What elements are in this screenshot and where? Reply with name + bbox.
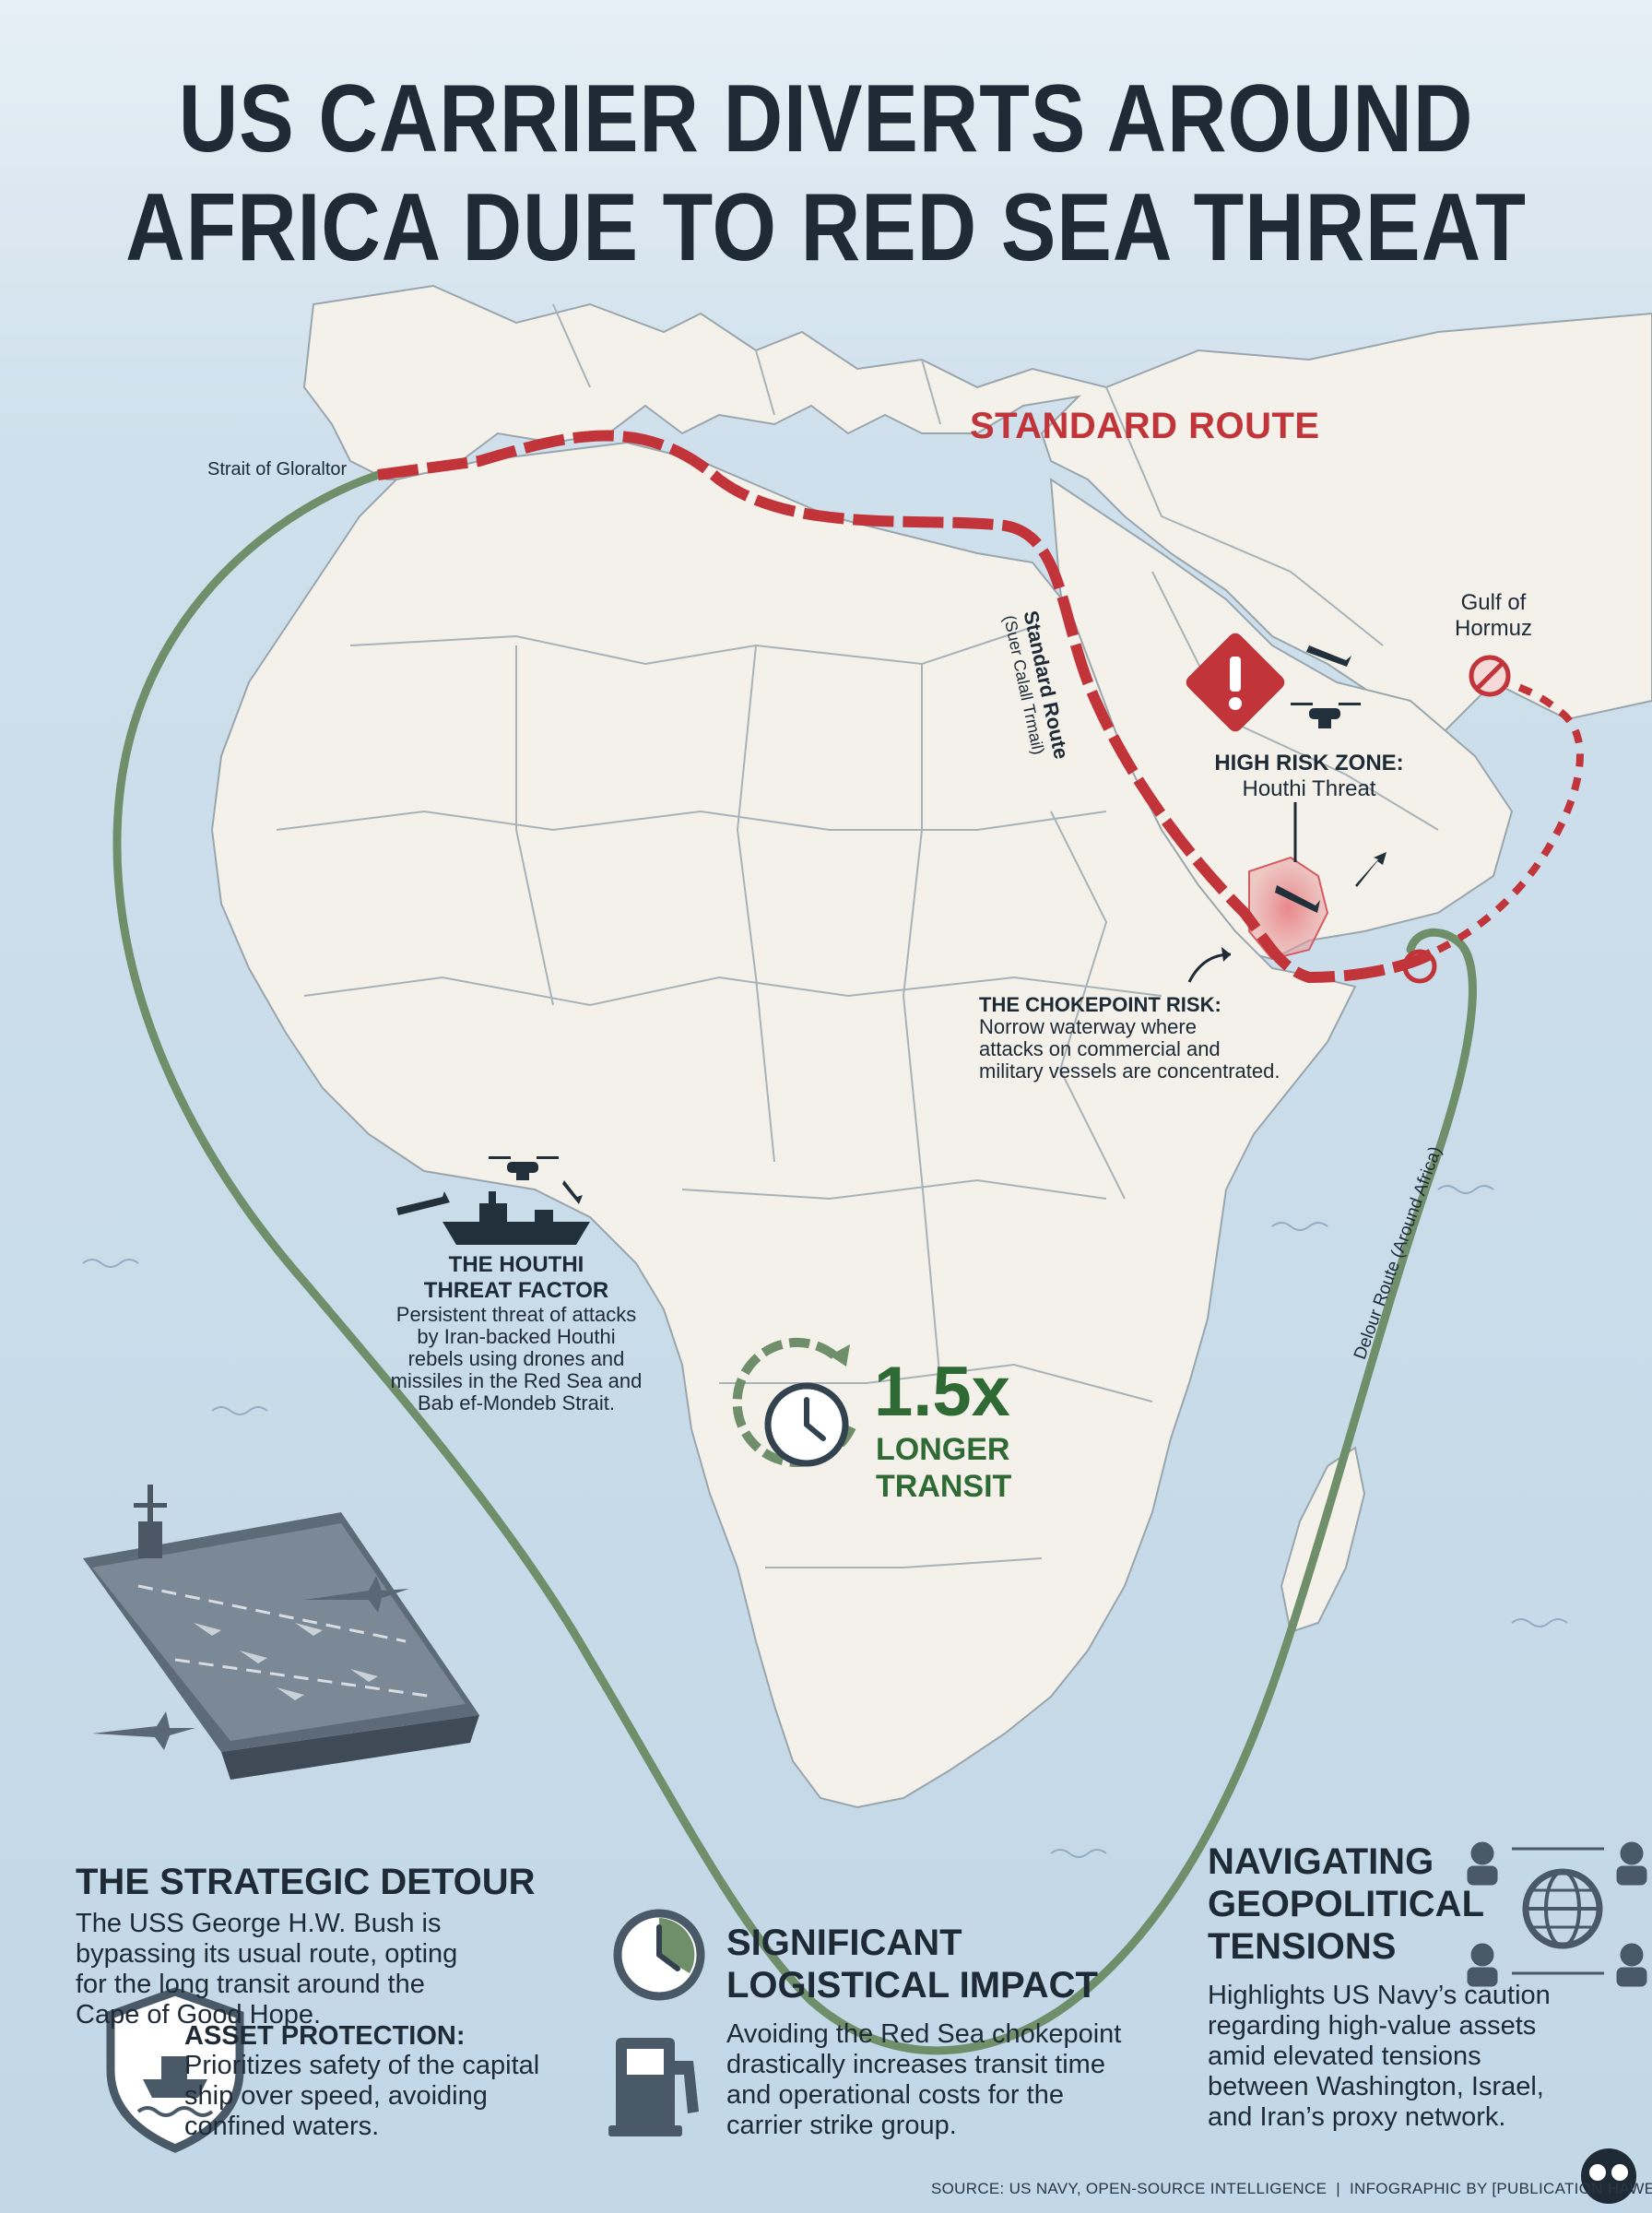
houthi-line: rebels using drones and — [407, 1347, 625, 1370]
geo-title-line: NAVIGATING — [1208, 1841, 1434, 1882]
chokepoint-callout: THE CHOKEPOINT RISK: Norrow waterway whe… — [979, 994, 1280, 1083]
title-line-2: AFRICA DUE TO RED SEA THREAT — [125, 174, 1527, 281]
sea-waves — [82, 1185, 1568, 1858]
strait-gibraltar-label: Strait of Gloraltor — [207, 459, 348, 479]
geo-line: and Iran’s proxy network. — [1208, 2102, 1506, 2132]
transit-multiplier: 1.5x — [874, 1353, 1010, 1431]
chokepoint-line: Norrow waterway where — [979, 1015, 1197, 1038]
geopolitical-tensions-section: NAVIGATING GEOPOLITICAL TENSIONS Highlig… — [1208, 1840, 1613, 2133]
clock-icon — [732, 1337, 857, 1467]
europe-land — [302, 284, 1652, 740]
shield-ship-icon — [106, 1987, 244, 2153]
drone-icon — [1291, 703, 1361, 728]
fuel-pump-icon — [608, 2038, 699, 2136]
standard-route-line — [377, 430, 1442, 983]
impact-line: Avoiding the Red Sea chokepoint — [726, 2019, 1122, 2049]
houthi-title: THREAT FACTOR — [423, 1278, 609, 1303]
geo-title-line: GEOPOLITICAL — [1208, 1884, 1484, 1924]
high-risk-zone-label: HIGH RISK ZONE: Houthi Threat — [1198, 751, 1420, 802]
chokepoint-line: military vessels are concentrated. — [979, 1059, 1280, 1083]
chokepoint-line: attacks on commercial and — [979, 1037, 1221, 1060]
houthi-line: missiles in the Red Sea and — [390, 1369, 643, 1392]
missile-icon — [1275, 645, 1386, 913]
transit-label-line-2: TRANSIT — [876, 1469, 1012, 1504]
asset-line: ship over speed, avoiding — [184, 2081, 488, 2111]
strategic-body: The USS George H.W. Bush is bypassing it… — [76, 1909, 573, 2030]
geo-line: amid elevated tensions — [1208, 2041, 1481, 2071]
strategic-line: for the long transit around the — [76, 1970, 425, 1999]
fighter-jet-icon — [92, 1576, 409, 1750]
impact-title-line: LOGISTICAL IMPACT — [726, 1965, 1098, 2006]
geo-title-line: TENSIONS — [1208, 1926, 1397, 1967]
gulf-label-line-1: Gulf of — [1460, 590, 1527, 615]
standard-route-banner: STANDARD ROUTE — [970, 406, 1320, 446]
impact-line: drastically increases transit time — [726, 2050, 1105, 2079]
geo-body: Highlights US Navy’s caution regarding h… — [1208, 1981, 1613, 2133]
strategic-detour-section: THE STRATEGIC DETOUR The USS George H.W.… — [76, 1861, 573, 2030]
logistical-impact-section: SIGNIFICANT LOGISTICAL IMPACT Avoiding t… — [726, 1922, 1150, 2141]
hormuz-route-line — [1436, 674, 1584, 953]
source-credit: SOURCE: US NAVY, OPEN-SOURCE INTELLIGENC… — [931, 2180, 1652, 2197]
gulf-hormuz-label: Gulf of Hormuz — [1438, 590, 1549, 642]
strategic-title: THE STRATEGIC DETOUR — [76, 1862, 536, 1902]
high-risk-title: HIGH RISK ZONE: — [1214, 751, 1404, 775]
gulf-label-line-2: Hormuz — [1454, 616, 1532, 641]
impact-title-line: SIGNIFICANT — [726, 1923, 962, 1963]
impact-body: Avoiding the Red Sea chokepoint drastica… — [726, 2019, 1150, 2141]
drone-icon — [489, 1156, 559, 1180]
asset-line: confined waters. — [184, 2112, 380, 2141]
detour-route-line — [112, 470, 1477, 2055]
chokepoint-title: THE CHOKEPOINT RISK: — [979, 993, 1221, 1016]
geopolitics-network-icon — [1467, 1841, 1647, 1987]
missile-icon — [396, 1180, 583, 1215]
impact-line: carrier strike group. — [726, 2111, 957, 2140]
geo-line: Highlights US Navy’s caution — [1208, 1981, 1551, 2010]
page-title: US CARRIER DIVERTS AROUND AFRICA DUE TO … — [115, 65, 1536, 282]
houthi-line: by Iran-backed Houthi — [417, 1325, 616, 1348]
hormuz-no-entry-icon — [1469, 655, 1511, 697]
strategic-line: Cape of Good Hope. — [76, 2000, 322, 2030]
houthi-threat-callout: THE HOUTHI THREAT FACTOR Persistent thre… — [369, 1252, 664, 1414]
strategic-line: The USS George H.W. Bush is — [76, 1909, 442, 1938]
houthi-title: THE HOUTHI — [448, 1252, 584, 1277]
transit-label: LONGER TRANSIT — [876, 1431, 1011, 1505]
asset-protection-section: ASSET PROTECTION: Prioritizes safety of … — [184, 2021, 572, 2142]
publisher-logo — [1581, 2148, 1636, 2204]
warning-icon — [1186, 633, 1285, 732]
aircraft-carrier-illustration — [83, 1485, 479, 1780]
asset-body: Prioritizes safety of the capital ship o… — [184, 2051, 572, 2142]
asset-title: ASSET PROTECTION: — [184, 2021, 466, 2051]
impact-line: and operational costs for the — [726, 2080, 1064, 2110]
transit-label-line-1: LONGER — [876, 1432, 1010, 1467]
high-risk-subtitle: Houthi Threat — [1242, 776, 1376, 801]
geo-line: regarding high-value assets — [1208, 2011, 1537, 2041]
impact-clock-icon — [613, 1909, 705, 2001]
strategic-line: bypassing its usual route, opting — [76, 1939, 458, 1969]
country-borders — [276, 303, 1439, 1568]
ship-icon — [442, 1191, 590, 1245]
houthi-line: Bab ef-Mondeb Strait. — [417, 1391, 615, 1414]
title-line-1: US CARRIER DIVERTS AROUND — [178, 65, 1474, 172]
houthi-line: Persistent threat of attacks — [395, 1303, 637, 1326]
geo-line: between Washington, Israel, — [1208, 2072, 1544, 2101]
asset-line: Prioritizes safety of the capital — [184, 2051, 540, 2080]
